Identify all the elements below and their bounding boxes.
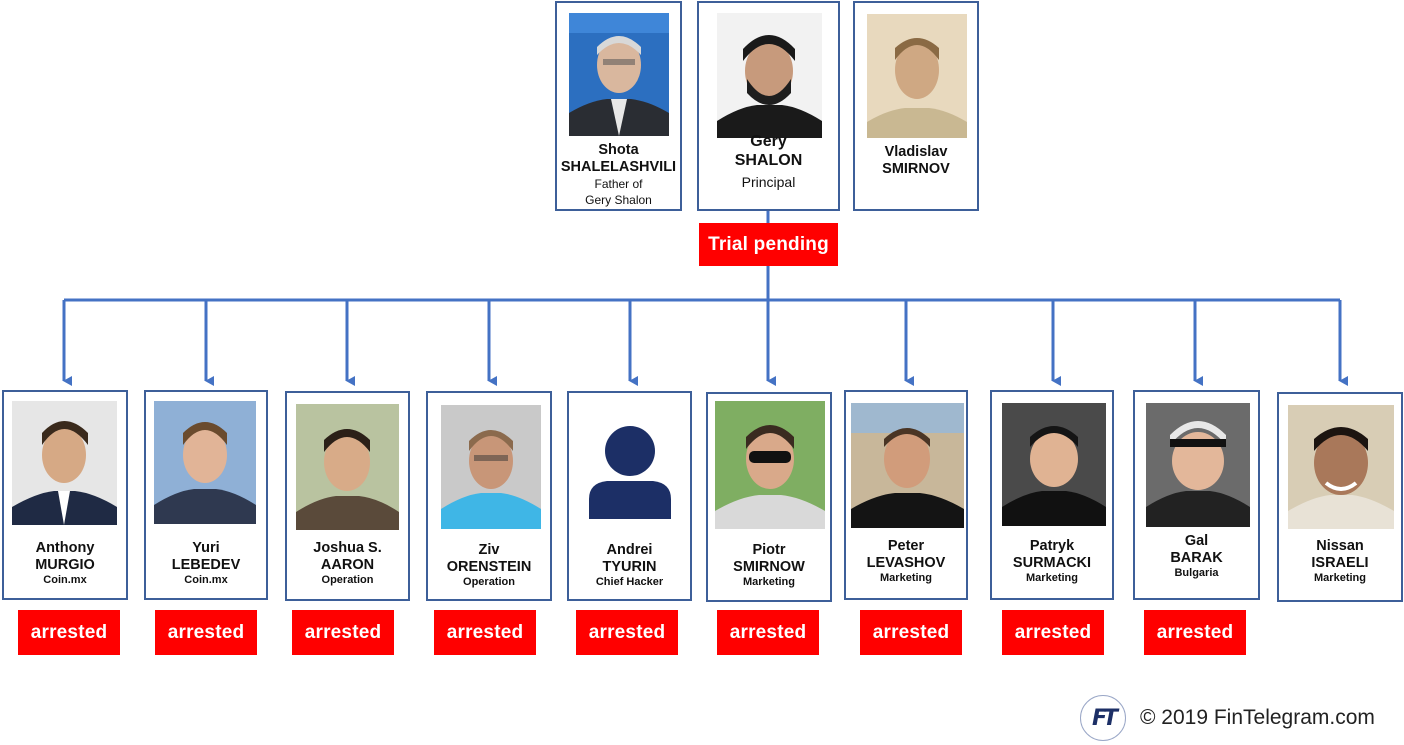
person-silhouette-icon — [587, 425, 673, 519]
first-name: Piotr — [752, 542, 786, 558]
first-name: Patryk — [1029, 538, 1075, 554]
last-name: SURMACKI — [1012, 555, 1092, 572]
last-name: BARAK — [1170, 550, 1223, 567]
photo-ziv-orenstein — [441, 405, 541, 529]
last-name: SMIRNOV — [882, 161, 950, 178]
card-gal-barak: Gal BARAK Bulgaria — [1133, 390, 1260, 600]
role-label: Principal — [741, 173, 796, 190]
first-name: Yuri — [192, 540, 220, 556]
card-shota-shalelashvili: Shota SHALELASHVILI Father of Gery Shalo… — [555, 1, 682, 211]
card-nissan-israeli: Nissan ISRAELI Marketing — [1277, 392, 1403, 602]
arrested-badge: arrested — [292, 610, 394, 655]
photo-gal-barak — [1146, 403, 1250, 527]
relation-line-2: Gery Shalon — [585, 193, 652, 208]
last-name: ISRAELI — [1311, 555, 1369, 572]
photo-nissan-israeli — [1288, 405, 1394, 529]
card-yuri-lebedev: Yuri LEBEDEV Coin.mx — [144, 390, 268, 600]
card-andrei-tyurin: Andrei TYURIN Chief Hacker — [567, 391, 692, 601]
card-patryk-surmacki: Patryk SURMACKI Marketing — [990, 390, 1114, 600]
photo-joshua-aaron — [296, 404, 399, 530]
photo-shota-shalelashvili — [569, 13, 669, 136]
footer: FT © 2019 FinTelegram.com — [1080, 695, 1375, 741]
first-name: Gal — [1184, 533, 1209, 549]
last-name: SMIRNOW — [733, 559, 805, 576]
first-name: Shota — [598, 142, 639, 158]
last-name: AARON — [320, 557, 375, 574]
photo-patryk-surmacki — [1002, 403, 1106, 526]
arrested-badge: arrested — [860, 610, 962, 655]
last-name: LEVASHOV — [866, 555, 946, 572]
last-name: SHALON — [734, 151, 803, 169]
card-gery-shalon: Gery SHALON Principal — [697, 1, 840, 211]
first-name: Peter — [887, 538, 925, 554]
role-label: Marketing — [1314, 572, 1366, 585]
last-name: SHALELASHVILI — [560, 159, 677, 176]
card-anthony-murgio: Anthony MURGIO Coin.mx — [2, 390, 128, 600]
arrested-badge: arrested — [717, 610, 819, 655]
arrested-badge: arrested — [1002, 610, 1104, 655]
first-name: Gery — [750, 133, 787, 150]
last-name: TYURIN — [602, 559, 657, 576]
first-name: Nissan — [1316, 538, 1364, 554]
card-ziv-orenstein: Ziv ORENSTEIN Operation — [426, 391, 552, 601]
arrested-badge: arrested — [1144, 610, 1246, 655]
role-label: Bulgaria — [1174, 567, 1219, 580]
role-label: Operation — [463, 576, 515, 589]
photo-yuri-lebedev — [154, 401, 256, 524]
card-vladislav-smirnov: Vladislav SMIRNOV — [853, 1, 979, 211]
last-name: LEBEDEV — [171, 557, 241, 574]
first-name: Ziv — [478, 542, 500, 558]
arrested-badge: arrested — [155, 610, 257, 655]
photo-peter-levashov — [851, 403, 964, 528]
logo-text: FT — [1091, 705, 1118, 731]
fintelegram-logo: FT — [1080, 695, 1126, 741]
photo-piotr-smirnow — [715, 401, 825, 529]
first-name: Joshua S. — [313, 540, 382, 556]
role-label: Marketing — [743, 576, 795, 589]
card-piotr-smirnow: Piotr SMIRNOW Marketing — [706, 392, 832, 602]
role-label: Marketing — [1026, 572, 1078, 585]
role-label: Coin.mx — [184, 574, 228, 587]
photo-vladislav-smirnov — [867, 14, 967, 138]
first-name: Andrei — [606, 542, 653, 558]
last-name: MURGIO — [35, 557, 95, 574]
card-peter-levashov: Peter LEVASHOV Marketing — [844, 390, 968, 600]
role-label: Operation — [321, 574, 374, 587]
copyright-text: © 2019 FinTelegram.com — [1140, 706, 1375, 729]
role-label: Marketing — [880, 572, 932, 585]
first-name: Vladislav — [884, 144, 948, 160]
role-label: Coin.mx — [43, 574, 87, 587]
arrested-badge: arrested — [18, 610, 120, 655]
relation-line-1: Father of — [594, 177, 643, 192]
role-label: Chief Hacker — [595, 576, 664, 589]
photo-anthony-murgio — [12, 401, 117, 525]
photo-gery-shalon — [717, 13, 822, 138]
card-joshua-aaron: Joshua S. AARON Operation — [285, 391, 410, 601]
first-name: Anthony — [35, 540, 95, 556]
last-name: ORENSTEIN — [446, 559, 532, 576]
arrested-badge: arrested — [434, 610, 536, 655]
trial-pending-badge: Trial pending — [699, 223, 838, 266]
arrested-badge: arrested — [576, 610, 678, 655]
